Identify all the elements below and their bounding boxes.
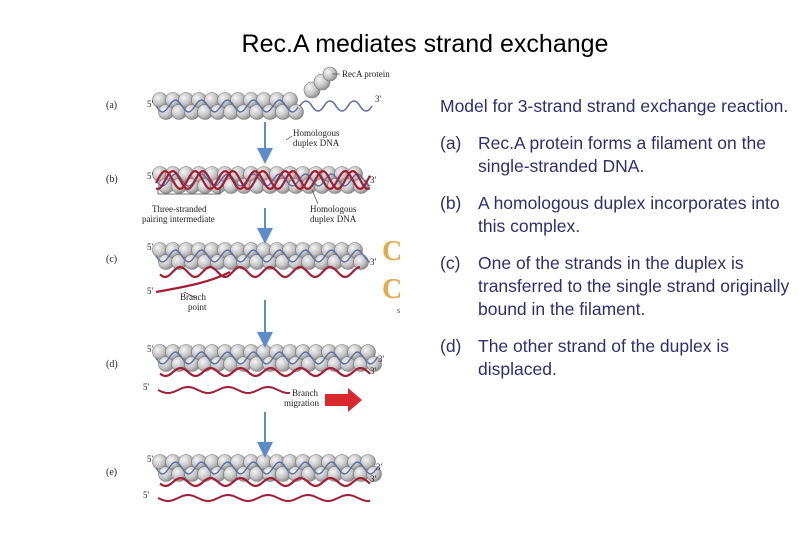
homologous-duplex-label-1: Homologous duplex DNA [293, 128, 342, 148]
recA-subunit [366, 466, 382, 482]
branch-migration-arrow [325, 388, 362, 412]
clamp-icon-top: C [382, 236, 402, 267]
filament-e [152, 454, 382, 482]
branch-migration-label-line1: Branch [292, 388, 318, 398]
single-strand-tail [299, 100, 373, 112]
recA-subunit [366, 356, 382, 372]
homologous-duplex-label-2-line2: duplex DNA [310, 214, 357, 224]
panel-label-d: (d) [106, 359, 118, 370]
description-panel: Model for 3-strand strand exchange react… [440, 95, 800, 395]
ss-dna-strand [155, 351, 379, 365]
step-d-text: The other strand of the duplex is displa… [478, 336, 729, 379]
panel-label-c: (c) [106, 254, 117, 265]
step-a-text: Rec.A protein forms a filament on the si… [478, 133, 766, 176]
end-5-c-bottom: 5' [147, 286, 154, 296]
panel-label-b: (b) [106, 174, 118, 185]
step-c: (c) One of the strands in the duplex is … [440, 252, 800, 321]
step-d: (d) The other strand of the duplex is di… [440, 335, 800, 381]
filament-d [152, 344, 382, 372]
homologous-duplex-label-1-line1: Homologous [293, 128, 340, 138]
end-5-c-top: 5' [147, 242, 154, 252]
branch-point-label-line2: point [188, 302, 207, 312]
transferred-strand-c [159, 265, 361, 278]
paired-strand-d [159, 366, 371, 378]
step-c-text: One of the strands in the duplex is tran… [478, 253, 790, 319]
homologous-duplex-label-2: Homologous duplex DNA [310, 204, 359, 224]
end-5-e-top: 5' [147, 454, 154, 464]
three-stranded-label-line1: Three-stranded [152, 204, 207, 214]
description-intro: Model for 3-strand strand exchange react… [440, 96, 789, 116]
free-recA-proteins [303, 66, 338, 99]
step-a: (a) Rec.A protein forms a filament on th… [440, 132, 800, 178]
end-3-b: 3' [370, 175, 377, 185]
branch-migration-label-line2: migration [284, 398, 319, 408]
end-3-d-bottom: 3' [370, 366, 377, 376]
clamp-icon-bottom: C [382, 274, 402, 305]
page-title: Rec.A mediates strand exchange [241, 30, 609, 58]
ss-dna-strand [155, 99, 299, 113]
step-b-label: (b) [440, 193, 462, 213]
end-3-d-top: 3' [378, 354, 385, 364]
homologous-duplex-label-2-line1: Homologous [310, 204, 357, 214]
step-d-label: (d) [440, 336, 462, 356]
homologous-duplex-label-1-line2: duplex DNA [293, 138, 340, 148]
displaced-strand-d [157, 385, 291, 395]
filament-a [152, 92, 304, 120]
recA-subunit [288, 104, 304, 120]
recA-filaments [152, 92, 382, 503]
end-5-d-bottom: 5' [143, 382, 150, 392]
three-stranded-label-line2: pairing intermediate [142, 214, 215, 224]
recA-protein-label: RecA protein [342, 69, 390, 79]
recA-subunit [353, 254, 369, 270]
ss-dna-strand [155, 461, 379, 475]
paired-strand-e [159, 476, 371, 488]
branch-point-label: Branch point [180, 292, 208, 312]
end-5-b: 5' [147, 171, 154, 181]
end-5-e-bottom: 5' [143, 490, 150, 500]
branch-point-label-line1: Branch [180, 292, 206, 302]
step-a-label: (a) [440, 133, 462, 153]
end-3-a: 3' [375, 94, 382, 104]
end-3-c: 3' [370, 257, 377, 267]
end-3-e-bottom: 3' [370, 474, 377, 484]
panel-label-e: (e) [106, 467, 117, 478]
ss-dna-strand [155, 249, 371, 263]
branch-strand-c [155, 271, 231, 294]
three-stranded-label: Three-stranded pairing intermediate [142, 204, 215, 224]
step-b: (b) A homologous duplex incorporates int… [440, 192, 800, 238]
stray-s-mark: s [397, 306, 400, 315]
end-3-e-top: 3' [376, 462, 383, 472]
step-b-text: A homologous duplex incorporates into th… [478, 193, 780, 236]
branch-migration-label: Branch migration [284, 388, 320, 408]
strand-exchange-diagram: (a) (b) (c) (d) (e) RecA protein 5' 3' 5… [106, 66, 402, 503]
duplex-strand [155, 169, 371, 191]
displaced-strand-e [157, 493, 371, 503]
end-5-d-top: 5' [147, 344, 154, 354]
end-5-a: 5' [147, 99, 154, 109]
step-c-label: (c) [440, 253, 461, 273]
panel-label-a: (a) [106, 100, 117, 111]
